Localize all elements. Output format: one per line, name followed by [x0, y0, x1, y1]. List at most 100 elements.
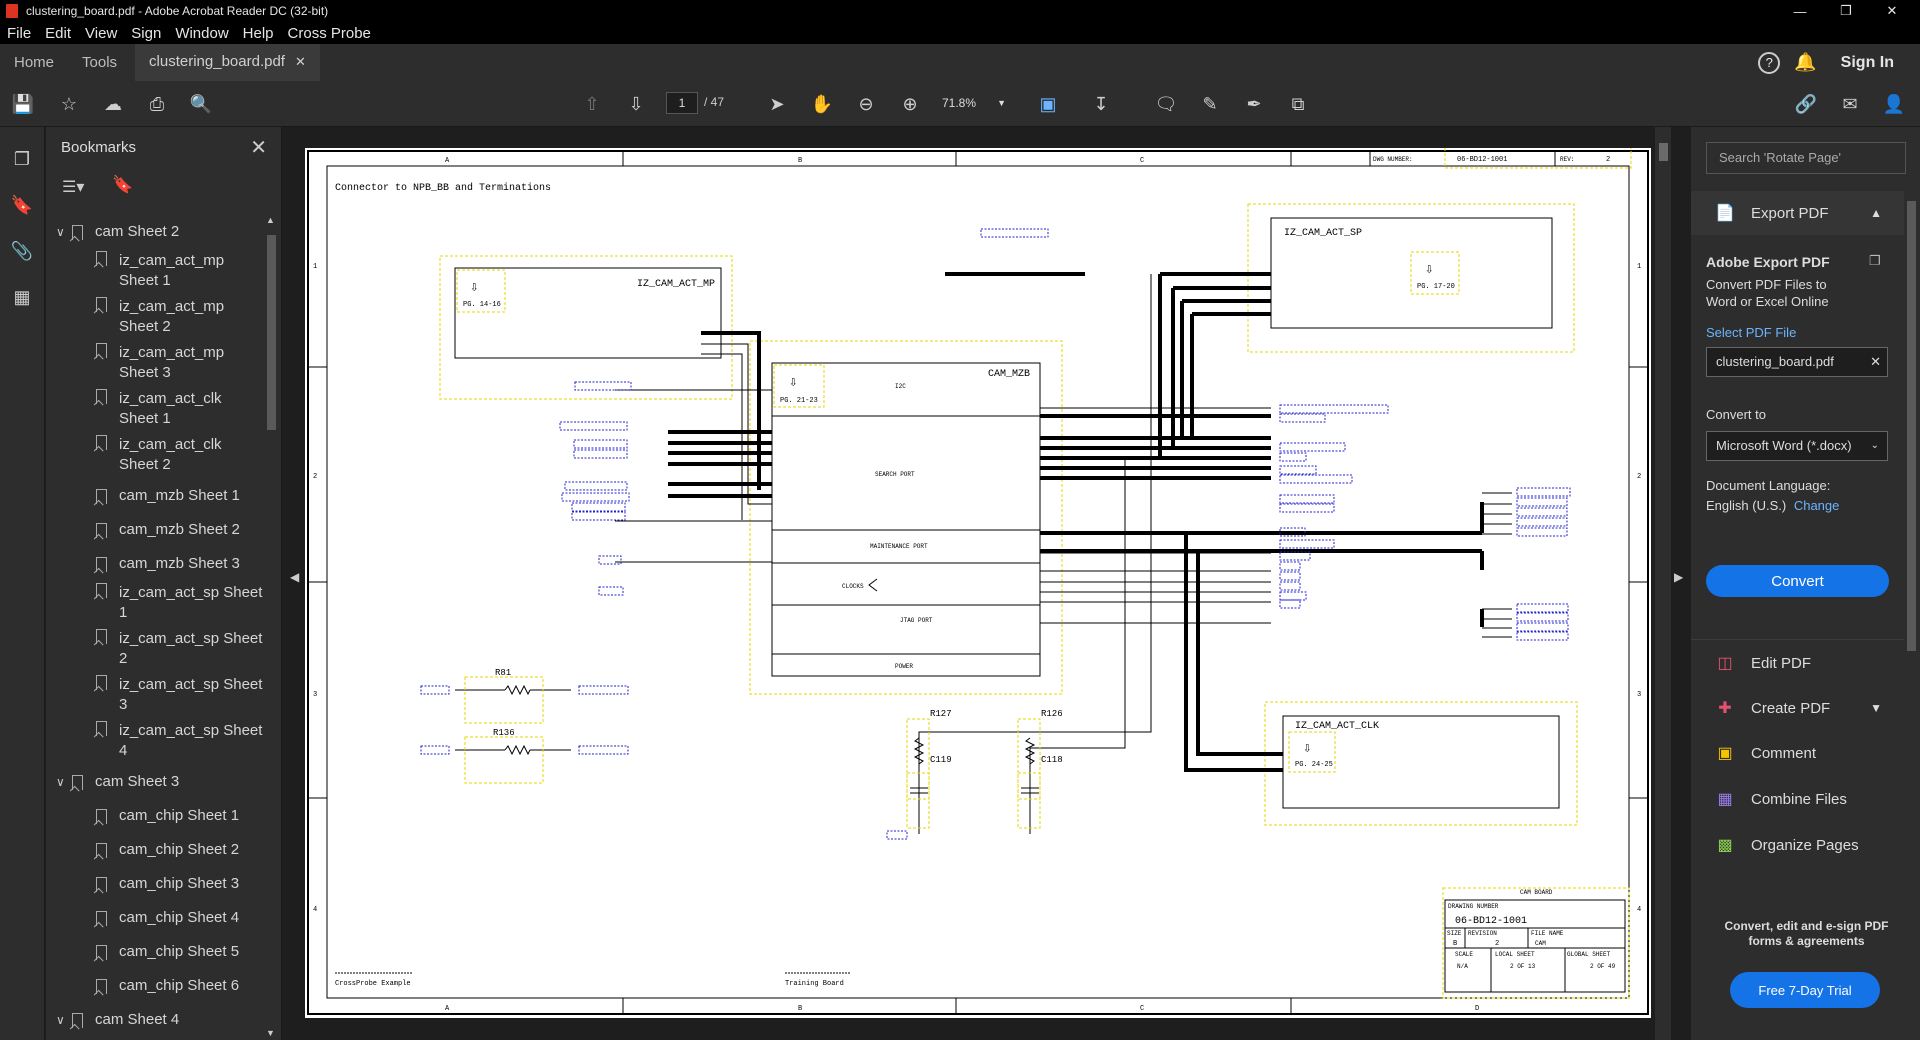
- pdf-page[interactable]: A B C A B C D 1 2 3 4 1 2 3 4 DWG NUMBER…: [305, 148, 1651, 1018]
- collapse-export-icon[interactable]: ▲: [1870, 206, 1882, 220]
- attachments-icon[interactable]: 📎: [10, 240, 34, 261]
- zoom-out-icon[interactable]: ⊖: [858, 93, 874, 114]
- bookmark-item[interactable]: cam_chip Sheet 6: [46, 969, 264, 1003]
- find-icon[interactable]: 🔍: [189, 93, 213, 114]
- tab-tools[interactable]: Tools: [82, 54, 118, 71]
- zoom-in-icon[interactable]: ⊕: [902, 93, 918, 114]
- selected-file-field[interactable]: clustering_board.pdf ✕: [1706, 347, 1888, 377]
- scrollbar-thumb[interactable]: [267, 235, 276, 430]
- bookmark-item[interactable]: cam_mzb Sheet 2: [46, 513, 264, 547]
- tool-create-pdf[interactable]: ✚ Create PDF ▼: [1691, 686, 1904, 730]
- bookmarks-icon[interactable]: 🔖: [10, 194, 34, 215]
- star-bookmark-icon[interactable]: ☆: [60, 93, 78, 114]
- chevron-down-icon[interactable]: ∨: [56, 775, 65, 789]
- tb-drawing-number: 06-BD12-1001: [1455, 916, 1527, 927]
- bookmark-item[interactable]: iz_cam_act_clk Sheet 2: [46, 433, 264, 479]
- chevron-down-icon[interactable]: ∨: [56, 225, 65, 239]
- page-number-input[interactable]: 1: [666, 92, 698, 114]
- bookmark-item[interactable]: iz_cam_act_mp Sheet 2: [46, 295, 264, 341]
- bookmark-item[interactable]: iz_cam_act_mp Sheet 3: [46, 341, 264, 387]
- bookmark-item[interactable]: cam_chip Sheet 5: [46, 935, 264, 969]
- scroll-down-icon[interactable]: ▼: [266, 1028, 275, 1038]
- sign-pen-icon[interactable]: ✒: [1246, 93, 1262, 114]
- export-info-icon[interactable]: ❐: [1869, 253, 1881, 268]
- sign-in-link[interactable]: Sign In: [1840, 53, 1894, 71]
- fit-page-icon[interactable]: ▣: [1039, 93, 1057, 114]
- comment-icon[interactable]: 🗨: [1154, 93, 1178, 114]
- share-link-icon[interactable]: 🔗: [1794, 93, 1818, 114]
- bookmark-item[interactable]: iz_cam_act_mp Sheet 1: [46, 249, 264, 295]
- tab-document[interactable]: clustering_board.pdf ✕: [135, 44, 320, 81]
- tool-edit-pdf[interactable]: ◫ Edit PDF: [1691, 641, 1904, 685]
- more-tools-icon[interactable]: ⧉: [1291, 93, 1305, 114]
- model-tree-icon[interactable]: ▦: [13, 286, 31, 307]
- close-window-button[interactable]: ✕: [1886, 3, 1898, 18]
- print-icon[interactable]: ⎙: [149, 93, 165, 114]
- bookmark-item[interactable]: cam_chip Sheet 2: [46, 833, 264, 867]
- hand-tool-icon[interactable]: ✋: [810, 93, 834, 114]
- free-trial-button[interactable]: Free 7-Day Trial: [1730, 972, 1880, 1008]
- restore-button[interactable]: ❐: [1840, 3, 1852, 18]
- bookmark-item[interactable]: iz_cam_act_clk Sheet 1: [46, 387, 264, 433]
- tools-scrollbar-thumb[interactable]: [1907, 201, 1916, 651]
- tools-search-input[interactable]: Search 'Rotate Page': [1706, 142, 1906, 174]
- bookmark-options-icon[interactable]: ☰▾: [62, 179, 85, 196]
- menu-view[interactable]: View: [85, 24, 118, 42]
- bookmark-item[interactable]: cam_mzb Sheet 3: [46, 547, 264, 581]
- bookmark-item[interactable]: iz_cam_act_sp Sheet 3: [46, 673, 264, 719]
- next-page-icon[interactable]: ⇩: [628, 93, 644, 114]
- notifications-bell-icon[interactable]: 🔔: [1794, 52, 1817, 72]
- previous-page-icon[interactable]: ⇧: [584, 93, 600, 114]
- bookmark-item[interactable]: cam_chip Sheet 1: [46, 799, 264, 833]
- find-bookmark-icon[interactable]: 🔖: [112, 175, 134, 194]
- highlight-pen-icon[interactable]: ✎: [1202, 93, 1218, 114]
- convert-button[interactable]: Convert: [1706, 565, 1889, 597]
- bookmark-item[interactable]: cam_chip Sheet 3: [46, 867, 264, 901]
- save-icon[interactable]: 💾: [11, 93, 35, 114]
- help-icon[interactable]: ?: [1758, 51, 1781, 74]
- export-pdf-header[interactable]: 📄 Export PDF ▲: [1691, 191, 1904, 235]
- collapse-right-icon[interactable]: ▶: [1674, 570, 1684, 584]
- bookmark-scrollbar[interactable]: ▲ ▼: [264, 215, 278, 1040]
- scroll-up-icon[interactable]: ▲: [266, 215, 275, 225]
- tab-home[interactable]: Home: [14, 54, 55, 71]
- close-tab-icon[interactable]: ✕: [294, 53, 306, 69]
- minimize-button[interactable]: —: [1793, 3, 1807, 19]
- document-scrollbar[interactable]: [1655, 127, 1671, 1040]
- bookmark-item[interactable]: iz_cam_act_sp Sheet 4: [46, 719, 264, 765]
- page-thumbnails-icon[interactable]: ❐: [13, 148, 31, 169]
- select-cursor-icon[interactable]: ➤: [769, 93, 785, 114]
- upload-cloud-icon[interactable]: ☁: [104, 93, 122, 114]
- tool-combine-files[interactable]: ▦ Combine Files: [1691, 777, 1904, 821]
- bookmark-group[interactable]: ∨cam Sheet 4: [46, 1003, 264, 1037]
- clear-file-icon[interactable]: ✕: [1870, 354, 1881, 369]
- tools-scrollbar[interactable]: [1904, 185, 1918, 885]
- scroll-mode-icon[interactable]: ↧: [1093, 93, 1109, 114]
- expand-create-icon[interactable]: ▼: [1870, 701, 1882, 715]
- menu-edit[interactable]: Edit: [45, 24, 72, 42]
- menu-file[interactable]: File: [7, 24, 32, 42]
- tool-organize-pages[interactable]: ▩ Organize Pages: [1691, 823, 1904, 867]
- bookmark-group[interactable]: ∨cam Sheet 2: [46, 215, 264, 249]
- change-language-link[interactable]: Change: [1793, 498, 1840, 513]
- bookmark-item[interactable]: iz_cam_act_sp Sheet 1: [46, 581, 264, 627]
- convert-to-select[interactable]: Microsoft Word (*.docx) ⌄: [1706, 431, 1888, 461]
- document-scrollbar-thumb[interactable]: [1659, 143, 1668, 161]
- tool-comment[interactable]: ▣ Comment: [1691, 731, 1904, 775]
- email-icon[interactable]: ✉: [1842, 93, 1858, 114]
- bookmark-group[interactable]: ∨cam Sheet 3: [46, 765, 264, 799]
- bookmark-item[interactable]: cam_chip Sheet 4: [46, 901, 264, 935]
- menu-help[interactable]: Help: [242, 24, 274, 42]
- zoom-select[interactable]: 71.8% ▼: [938, 92, 1010, 114]
- bookmark-item[interactable]: cam_mzb Sheet 1: [46, 479, 264, 513]
- title-bar: clustering_board.pdf - Adobe Acrobat Rea…: [0, 0, 1920, 22]
- acrobat-app-icon: [6, 4, 18, 18]
- menu-cross-probe[interactable]: Cross Probe: [287, 24, 371, 42]
- chevron-down-icon[interactable]: ∨: [56, 1013, 65, 1027]
- collapse-left-icon[interactable]: ◀: [290, 570, 300, 584]
- add-user-icon[interactable]: 👤: [1882, 93, 1906, 114]
- close-panel-icon[interactable]: ✕: [250, 137, 267, 159]
- menu-sign[interactable]: Sign: [131, 24, 162, 42]
- menu-window[interactable]: Window: [175, 24, 229, 42]
- bookmark-item[interactable]: iz_cam_act_sp Sheet 2: [46, 627, 264, 673]
